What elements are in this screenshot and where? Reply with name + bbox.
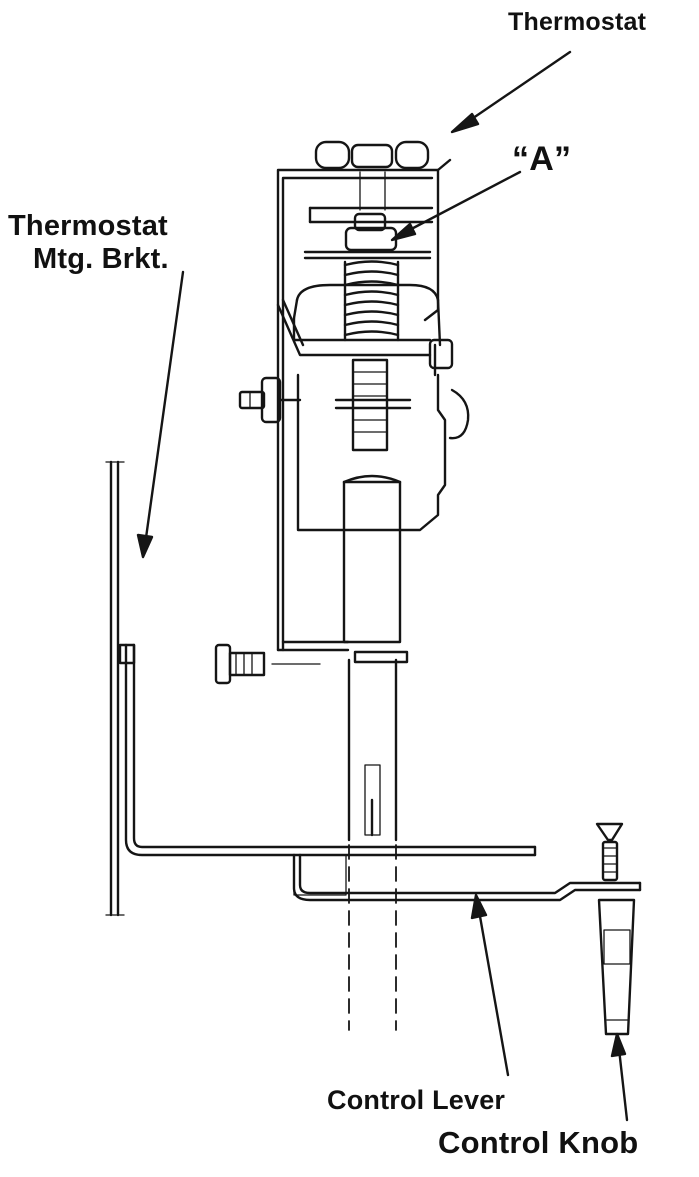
bracket-screw <box>214 643 321 685</box>
mounting-bracket-label-line2: Mtg. Brkt. <box>33 243 169 275</box>
mounting-bracket <box>105 460 537 917</box>
thermostat-housing <box>276 140 470 652</box>
control-knob-assembly <box>595 822 636 1036</box>
control-lever-label: Control Lever <box>327 1085 506 1115</box>
control-knob-label: Control Knob <box>438 1125 639 1160</box>
control-lever <box>292 853 642 902</box>
mounting-bracket-label-line1: Thermostat <box>8 210 168 242</box>
spring-and-shaft <box>334 171 412 1031</box>
thermostat-label: Thermostat <box>508 8 647 36</box>
point-a-label: “A” <box>512 140 572 178</box>
side-mounting-bolt <box>238 376 302 424</box>
leader-arrows <box>136 50 629 1122</box>
